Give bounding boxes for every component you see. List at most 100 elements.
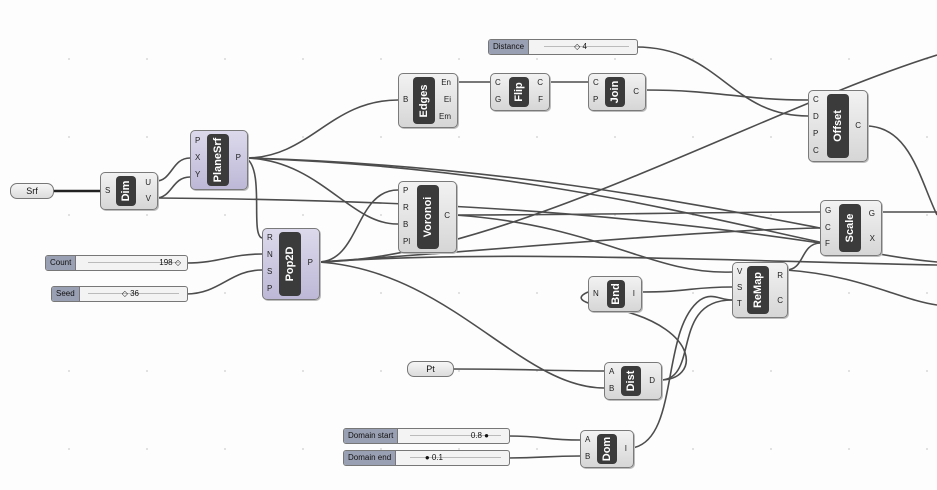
wire-dist-bnd — [580, 291, 688, 381]
output-d: D — [649, 376, 655, 385]
pt-param[interactable]: Pt — [407, 361, 454, 377]
wire-pop2d-dist — [317, 261, 605, 389]
slider-track[interactable] — [544, 46, 629, 47]
slider-value: ● 0.1 — [424, 453, 443, 462]
output-c: C — [777, 296, 783, 305]
output-g: G — [868, 209, 875, 218]
dom-component[interactable]: A B Dom I — [580, 430, 634, 468]
wire-join-offset — [643, 89, 809, 101]
input-y: Y — [195, 170, 201, 179]
slider-track[interactable] — [410, 457, 501, 458]
output-c: C — [444, 211, 450, 220]
remap-core: ReMap — [747, 266, 769, 314]
output-c: C — [855, 121, 861, 130]
dim-component[interactable]: S Dim U V — [100, 172, 158, 210]
slider-value: 198 ◇ — [159, 258, 181, 267]
distance-slider[interactable]: Distance ◇ 4 — [488, 39, 638, 55]
input-f: F — [825, 239, 830, 248]
input-g: G — [825, 206, 832, 215]
dist-component[interactable]: A B Dist D — [604, 362, 662, 400]
input-d: D — [813, 112, 819, 121]
voronoi-component[interactable]: P R B Pl Voronoi C — [398, 181, 457, 253]
input-p: P — [267, 284, 273, 293]
slider-name: Domain end — [344, 451, 397, 465]
srf-label: Srf — [26, 186, 38, 196]
wire-planesrf-edges — [245, 99, 399, 159]
wire-dim-u-planesrf-x — [155, 157, 191, 182]
srf-param[interactable]: Srf — [10, 183, 54, 199]
bnd-component[interactable]: N Bnd I — [588, 276, 642, 312]
flip-core: Flip — [509, 77, 529, 107]
output-c: C — [537, 78, 543, 87]
slider-name: Distance — [489, 40, 530, 54]
slider-track[interactable] — [88, 262, 179, 263]
output-u: U — [145, 178, 151, 187]
dom-title: Dom — [601, 436, 613, 462]
wire-pt-dist — [451, 368, 605, 372]
seed-slider[interactable]: Seed ◇ 36 — [51, 286, 188, 302]
offset-core: Offset — [827, 94, 849, 158]
input-p: P — [195, 136, 201, 145]
input-b: B — [585, 452, 591, 461]
wire-remap-out — [785, 269, 937, 306]
input-t: T — [737, 299, 742, 308]
domain-end-slider[interactable]: Domain end ● 0.1 — [343, 450, 510, 466]
wire-dist-remap — [659, 299, 733, 381]
input-a: A — [585, 435, 591, 444]
edges-component[interactable]: B Edges En Ei Em — [398, 73, 458, 128]
domain-start-slider[interactable]: Domain start 0.8 ● — [343, 428, 510, 444]
input-c: C — [825, 223, 831, 232]
output-c: C — [633, 87, 639, 96]
output-p: P — [307, 258, 313, 267]
input-r: R — [403, 203, 409, 212]
wire-dom-remap — [631, 295, 733, 449]
wire-pop2d-up — [317, 54, 937, 263]
remap-title: ReMap — [752, 271, 764, 309]
scale-component[interactable]: G C F Scale G X — [820, 200, 882, 256]
input-s: S — [105, 186, 111, 195]
join-core: Join — [605, 77, 625, 107]
edges-title: Edges — [418, 83, 430, 118]
pop2d-component[interactable]: R N S P Pop2D P — [262, 228, 320, 300]
wire-offset-out — [865, 125, 937, 216]
input-p: P — [593, 95, 599, 104]
output-i: I — [624, 444, 627, 453]
scale-core: Scale — [839, 204, 861, 252]
input-r: R — [267, 233, 273, 242]
input-c: C — [813, 95, 819, 104]
bnd-core: Bnd — [607, 280, 625, 308]
slider-track[interactable] — [410, 435, 501, 436]
output-p: P — [235, 153, 241, 162]
slider-value: ◇ 36 — [121, 289, 139, 298]
input-s: S — [737, 283, 743, 292]
count-slider[interactable]: Count 198 ◇ — [45, 255, 188, 271]
planesrf-component[interactable]: P X Y PlaneSrf P — [190, 130, 248, 190]
wire-remap-scale — [785, 242, 821, 271]
wire-voronoi-scale-g — [454, 211, 821, 216]
input-b: B — [609, 384, 615, 393]
flip-title: Flip — [513, 82, 525, 102]
dist-title: Dist — [625, 370, 637, 392]
wire-dend-dom — [507, 455, 581, 459]
slider-track[interactable] — [88, 293, 179, 294]
offset-component[interactable]: C D P C Offset C — [808, 90, 868, 162]
input-a: A — [609, 367, 615, 376]
edges-core: Edges — [413, 77, 435, 124]
input-p: P — [813, 129, 819, 138]
remap-component[interactable]: V S T ReMap R C — [732, 262, 788, 318]
join-component[interactable]: C P Join C — [588, 73, 646, 111]
slider-name: Count — [46, 256, 77, 270]
dim-core: Dim — [116, 176, 136, 206]
wire-planesrf-scale-c — [245, 157, 821, 229]
input-c: C — [593, 78, 599, 87]
output-en: En — [441, 78, 451, 87]
output-r: R — [777, 271, 783, 280]
flip-component[interactable]: C G Flip C F — [490, 73, 550, 111]
output-i: I — [632, 289, 635, 298]
input-n: N — [267, 250, 273, 259]
bnd-title: Bnd — [610, 283, 622, 305]
wire-voronoi-remap — [454, 214, 733, 273]
slider-value: ◇ 4 — [574, 42, 587, 51]
input-p: P — [403, 186, 409, 195]
